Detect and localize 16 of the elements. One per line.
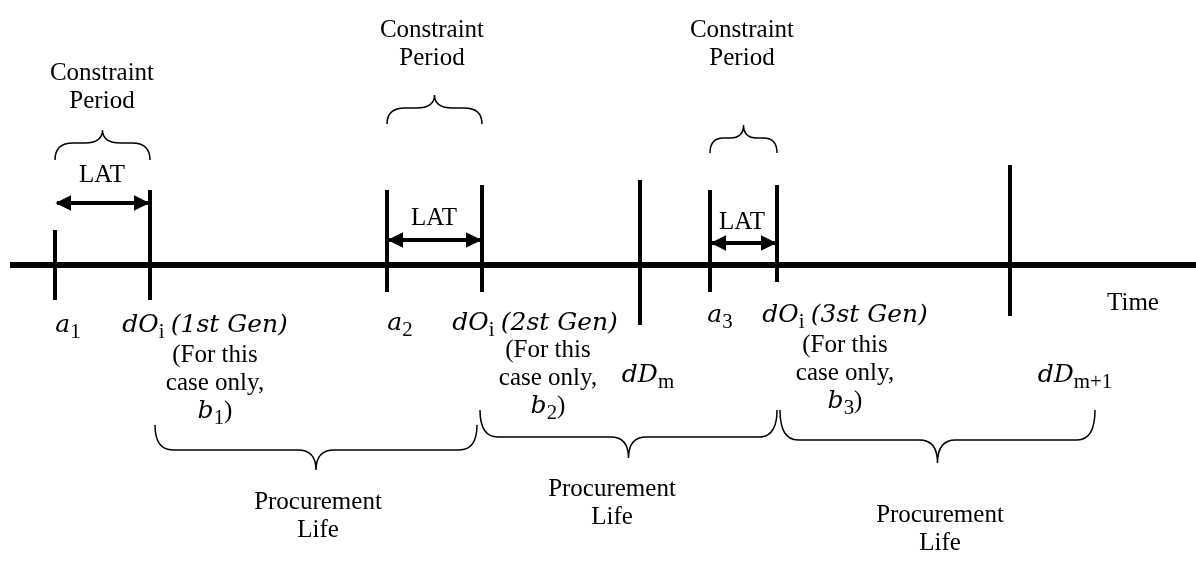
annotation-text: Procurement Life xyxy=(875,500,1005,556)
annotation-text: Constraint Period xyxy=(688,15,796,71)
time-point-label: a$_{3}$ xyxy=(706,300,734,335)
time-point-label: a$_{1}$ xyxy=(54,310,82,345)
time-point-label: a$_{2}$ xyxy=(386,308,414,343)
annotation-text: Constraint Period xyxy=(48,58,156,114)
annotation-text: (For this case only, b$_{2}$) xyxy=(497,335,599,426)
time-point-label: dD$_{m}$ xyxy=(620,360,676,395)
annotation-text: Constraint Period xyxy=(378,15,486,71)
time-point-label: dD$_{m+1}$ xyxy=(1036,360,1114,395)
annotation-text: Procurement Life xyxy=(547,474,677,530)
dimension-label: LAT xyxy=(410,203,458,231)
dimension-label: LAT xyxy=(78,160,126,188)
annotation-text: Procurement Life xyxy=(253,487,383,543)
axis-label: Time xyxy=(1106,288,1160,316)
dimension-label: LAT xyxy=(718,207,766,235)
